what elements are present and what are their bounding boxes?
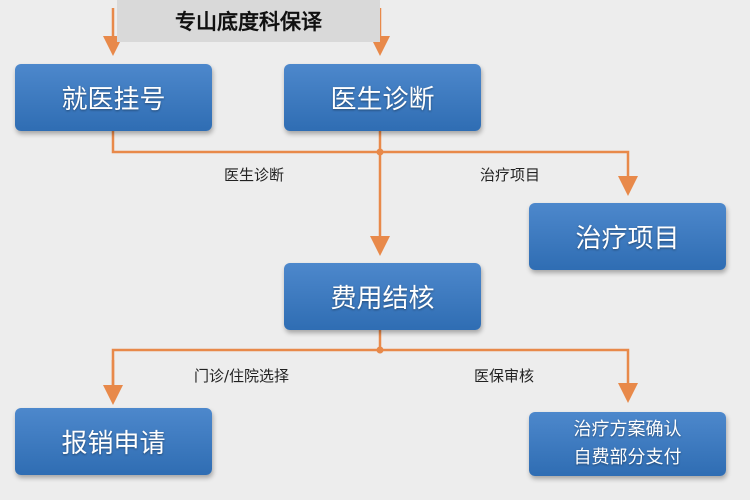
header-title: 专山底度科保译 bbox=[117, 0, 380, 42]
edge-label-insurance-review: 医保审核 bbox=[474, 367, 535, 385]
node-treatment: 治疗项目 bbox=[529, 203, 726, 270]
node-confirm-line2: 自费部分支付 bbox=[573, 447, 682, 468]
node-claim: 报销申请 bbox=[15, 408, 212, 475]
node-confirm-line1: 治疗方案确认 bbox=[573, 419, 682, 440]
edge-label-treatment: 治疗项目 bbox=[480, 166, 541, 184]
node-registration: 就医挂号 bbox=[15, 64, 212, 131]
node-confirm: 治疗方案确认 自费部分支付 bbox=[529, 412, 726, 476]
edge-label-diagnosis: 医生诊断 bbox=[224, 166, 285, 184]
node-fee-check: 费用结核 bbox=[284, 263, 481, 330]
edge-label-outpatient: 门诊/住院选择 bbox=[194, 367, 290, 385]
node-diagnosis: 医生诊断 bbox=[284, 64, 481, 131]
